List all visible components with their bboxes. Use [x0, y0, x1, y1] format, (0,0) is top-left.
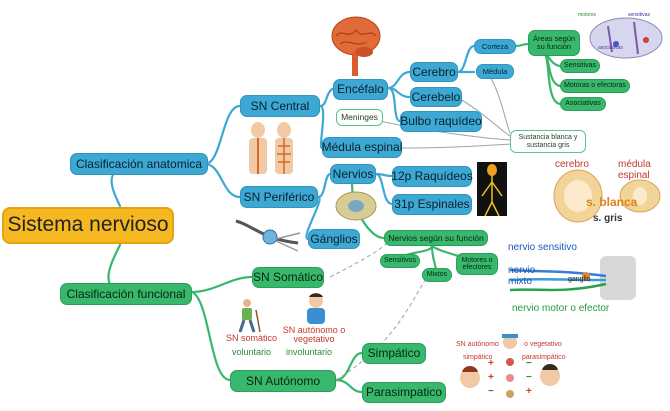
spine-cross-illustration: [335, 191, 377, 221]
svg-text:+: +: [488, 358, 494, 369]
nervios-node[interactable]: Nervios: [330, 164, 376, 184]
somatico-title-label: SN somático: [226, 333, 278, 343]
root-node[interactable]: Sistema nervioso: [2, 207, 174, 244]
medula-node[interactable]: Médula: [476, 64, 514, 79]
brain-gris-label: s. gris: [593, 213, 623, 224]
sn-somatico-node[interactable]: SN Somático: [252, 267, 324, 288]
brain-illustration: [331, 16, 381, 76]
auto-header2-label: o vegetativo: [524, 341, 562, 348]
autonomo-title-label: SN autónomo o vegetativo: [282, 325, 346, 345]
doctor-icon: [307, 293, 325, 324]
cerebelo-node[interactable]: Cerebelo: [410, 87, 462, 107]
auto-simpatico-label: simpático: [463, 354, 493, 361]
svg-text:+: +: [488, 372, 494, 383]
nerve-types-illustration: [510, 256, 636, 300]
svg-text:−: −: [526, 372, 532, 383]
autonomic-balance-illustration: + + − − − +: [460, 334, 560, 398]
asociativas-node[interactable]: Asociativas: [560, 97, 606, 111]
simpatico-node[interactable]: Simpático: [362, 343, 426, 364]
functional-classification-node[interactable]: Clasificación funcional: [60, 283, 192, 305]
cerebro-node[interactable]: Cerebro: [410, 62, 458, 82]
sensitivos-node[interactable]: Sensitivos: [380, 254, 420, 268]
espinales-node[interactable]: 31p Espinales: [392, 194, 472, 215]
mixtos-node[interactable]: Mixtos: [422, 268, 452, 282]
cortex-sensitivas-label: sensitivas: [628, 12, 650, 18]
cortex-map-illustration: [589, 17, 663, 59]
sn-central-node[interactable]: SN Central: [240, 95, 320, 117]
cortex-motores-label: motores: [578, 12, 597, 18]
nerve-mixto-label: nervio mixto: [508, 265, 536, 287]
nervous-system-figure: [477, 162, 507, 216]
encefalo-node[interactable]: Encéfalo: [333, 79, 388, 100]
medula-espinal-node[interactable]: Médula espinal: [322, 137, 402, 158]
brain-blanca-label: s. blanca: [586, 195, 638, 209]
brain-cerebro-label: cerebro: [555, 159, 589, 170]
motoras-node[interactable]: Motoras o efectoras: [560, 79, 630, 93]
sustancia-node[interactable]: Sustancia blanca y sustancia gris: [510, 130, 586, 153]
bulbo-raquideo-node[interactable]: Bulbo raquídeo: [400, 111, 482, 132]
auto-parasimpatico-label: parasimpático: [522, 354, 566, 361]
sensitivas-node[interactable]: Sensitivas: [560, 59, 600, 73]
sn-periferico-node[interactable]: SN Periférico: [240, 186, 318, 208]
somatico-sub-label: voluntario: [232, 347, 272, 357]
auto-header-label: SN autónomo: [456, 341, 499, 348]
brain-section-illustration: [553, 169, 661, 223]
corteza-node[interactable]: Corteza: [474, 39, 516, 54]
ganglion-illustration: [235, 219, 301, 252]
autonomo-sub-label: involuntario: [286, 347, 333, 357]
nerve-motor-label: nervio motor o efector: [512, 303, 610, 314]
brain-medula-label: médula espinal: [618, 159, 651, 181]
sn-autonomo-node[interactable]: SN Autónomo: [230, 370, 336, 392]
meninges-node[interactable]: Meninges: [336, 109, 383, 126]
svg-text:−: −: [488, 386, 494, 397]
nerve-ganglio-label: ganglio: [568, 276, 591, 283]
human-body-illustration: [249, 122, 293, 174]
nerve-sensitivo-label: nervio sensitivo: [508, 242, 577, 253]
nervios-segun-funcion-node[interactable]: Nervios según su función: [384, 230, 488, 246]
areas-node[interactable]: Áreas según su función: [528, 30, 580, 56]
parasimpatico-node[interactable]: Parasimpatico: [362, 382, 446, 403]
hiker-icon: [238, 299, 261, 333]
ganglios-node[interactable]: Gánglios: [308, 229, 360, 249]
svg-text:+: +: [526, 386, 532, 397]
anatomical-classification-node[interactable]: Clasificación anatomica: [70, 153, 208, 175]
motores-node[interactable]: Motores o efectores: [456, 253, 498, 275]
svg-text:−: −: [526, 358, 532, 369]
cortex-asociativas-label: asociativas: [598, 45, 623, 51]
raquideos-node[interactable]: 12p Raquídeos: [391, 166, 473, 187]
